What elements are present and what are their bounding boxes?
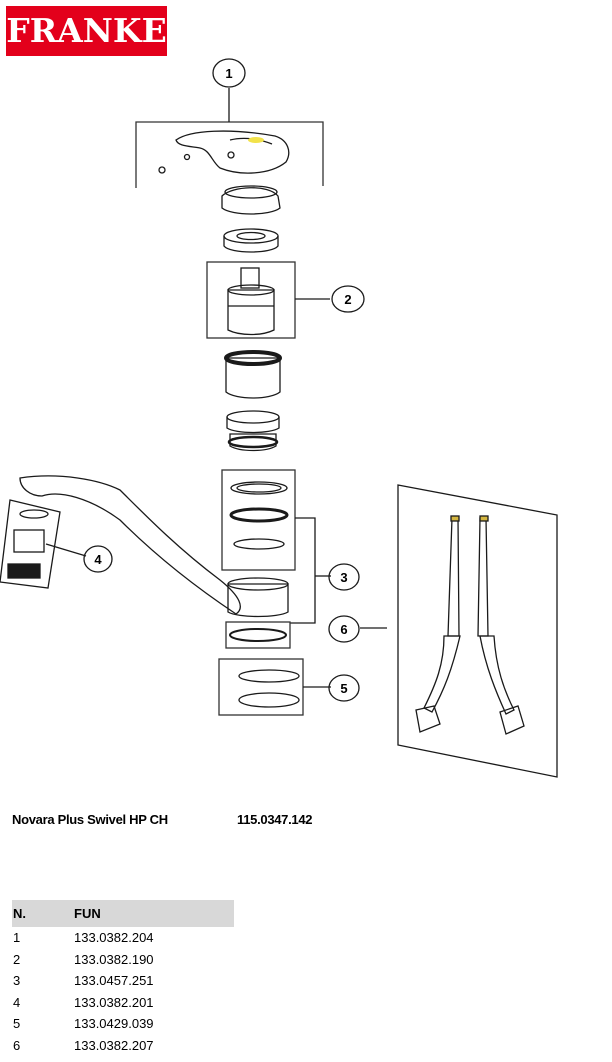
callout-2-label: 2 — [344, 292, 351, 307]
bottom-seals — [218, 658, 331, 716]
table-row: 2 133.0382.190 — [12, 949, 234, 971]
header-number: N. — [13, 906, 26, 921]
sleeve — [224, 350, 282, 399]
table-row: 5 133.0429.039 — [12, 1013, 234, 1035]
spout — [19, 475, 241, 615]
aerator-group — [0, 499, 87, 589]
table-row: 6 133.0382.207 — [12, 1035, 234, 1057]
row-number: 6 — [13, 1037, 21, 1053]
row-number: 2 — [13, 951, 21, 967]
callout-5-label: 5 — [340, 681, 347, 696]
callout-3 — [328, 563, 360, 591]
callout-5 — [328, 674, 360, 702]
row-code: 133.0429.039 — [74, 1016, 154, 1032]
row-number: 5 — [13, 1016, 21, 1032]
handle-group — [135, 88, 324, 215]
callout-4-label: 4 — [94, 552, 102, 567]
table-row: 3 133.0457.251 — [12, 970, 234, 992]
callout-1-label: 1 — [225, 66, 232, 81]
table-row: 1 133.0382.204 — [12, 927, 234, 949]
callout-3-label: 3 — [340, 570, 347, 585]
logo-text: FRANKE — [6, 11, 167, 50]
table-row: 4 133.0382.201 — [12, 992, 234, 1014]
row-code: 133.0382.201 — [74, 994, 154, 1010]
row-code: 133.0382.204 — [74, 930, 154, 946]
row-code: 133.0457.251 — [74, 973, 154, 989]
callout-4 — [83, 545, 113, 573]
table-header: N. FUN — [12, 900, 234, 927]
callout-6 — [328, 615, 360, 643]
callout-1 — [212, 58, 246, 88]
seals-group — [221, 469, 331, 649]
cartridge — [206, 261, 330, 339]
product-code: 115.0347.142 — [237, 812, 313, 827]
row-code: 133.0382.190 — [74, 951, 154, 967]
callout-6-label: 6 — [340, 622, 347, 637]
header-fun: FUN — [74, 906, 101, 921]
nut — [223, 228, 279, 253]
parts-table: N. FUN 1 133.0382.204 2 133.0382.190 3 1… — [12, 900, 234, 1056]
row-number: 1 — [13, 930, 21, 946]
franke-logo: FRANKE — [6, 6, 167, 56]
exploded-view-diagram: 1 2 3 4 5 6 — [0, 58, 558, 778]
row-code: 133.0382.207 — [74, 1037, 154, 1053]
product-name: Novara Plus Swivel HP CH — [12, 812, 168, 827]
hoses-group — [360, 484, 558, 778]
row-number: 4 — [13, 994, 21, 1010]
row-number: 3 — [13, 973, 21, 989]
valve-body — [226, 410, 280, 452]
callout-2 — [331, 285, 365, 313]
